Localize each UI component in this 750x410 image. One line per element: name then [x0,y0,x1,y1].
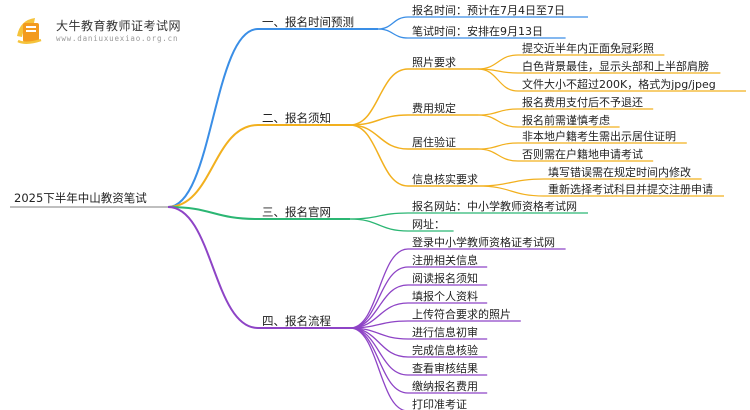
connector [477,178,545,187]
connector [349,248,409,329]
connector [477,185,545,197]
connector [349,266,409,329]
leaf-item: 登录中小学教师资格证考试网 [412,235,555,249]
connector [349,68,409,126]
connector [349,218,409,232]
connector [477,68,519,92]
leaf-item: 重新选择考试科目并提交注册申请 [548,182,713,196]
branch-2: 二、报名须知 [262,111,331,125]
sub-topic-3: 居住验证 [412,135,456,149]
connector [377,16,409,30]
leaf-item: 填写错误需在规定时间内修改 [548,165,691,179]
connector [349,284,409,329]
branch-1: 一、报名时间预测 [262,15,354,29]
logo-url: www.daniuxuexiao.org.cn [56,34,179,43]
connector [167,28,259,208]
leaf-item: 完成信息核验 [412,343,478,357]
connector [377,28,409,39]
connector [349,124,409,150]
connector [477,114,519,128]
leaf-item: 报名前需谨慎考虑 [522,113,610,127]
connector [349,124,409,187]
leaf-item: 白色背景最佳，显示头部和上半部肩膀 [522,59,709,73]
connector [167,124,259,208]
leaf-item: 网址： [412,217,445,231]
branch-3: 三、报名官网 [262,205,331,219]
leaf-item: 文件大小不超过200K，格式为jpg/jpeg [522,77,716,91]
root-topic: 2025下半年中山教资笔试 [14,191,147,205]
leaf-item: 阅读报名须知 [412,271,478,285]
sub-topic-4: 信息核实要求 [412,172,478,186]
logo-title: 大牛教育教师证考试网 [56,19,182,33]
branch-4: 四、报名流程 [262,314,331,328]
connector [477,148,519,162]
connector [477,108,519,116]
connector [349,212,409,220]
connector [167,206,259,329]
leaf-item: 填报个人资料 [412,289,478,303]
leaf-item: 查看审核结果 [412,361,478,375]
connector [477,54,519,70]
connector [349,327,407,410]
leaf-item: 提交近半年内正面免冠彩照 [522,41,654,55]
leaf-item: 缴纳报名费用 [412,379,478,393]
sub-topic-1: 照片要求 [412,56,456,69]
connector [349,114,409,126]
leaf-item: 报名费用支付后不予退还 [522,95,643,109]
connector [349,327,409,394]
connector [477,142,519,150]
leaf-item: 报名时间：预计在7月4日至7日 [412,3,565,17]
sub-topic-2: 费用规定 [412,101,456,115]
leaf-item: 否则需在户籍地申请考试 [522,147,643,161]
book-icon [17,18,42,44]
leaf-item: 非本地户籍考生需出示居住证明 [522,129,676,143]
leaf-item: 上传符合要求的照片 [412,307,511,321]
leaf-item: 进行信息初审 [412,325,478,339]
site-logo: 大牛教育教师证考试网 www.daniuxuexiao.org.cn [14,12,224,50]
leaf-item: 注册相关信息 [412,253,478,267]
leaf-item: 报名网站：中小学教师资格考试网 [412,199,577,213]
leaf-item: 打印准考证 [412,397,467,410]
connector [167,206,259,220]
leaf-item: 笔试时间：安排在9月13日 [412,24,543,38]
